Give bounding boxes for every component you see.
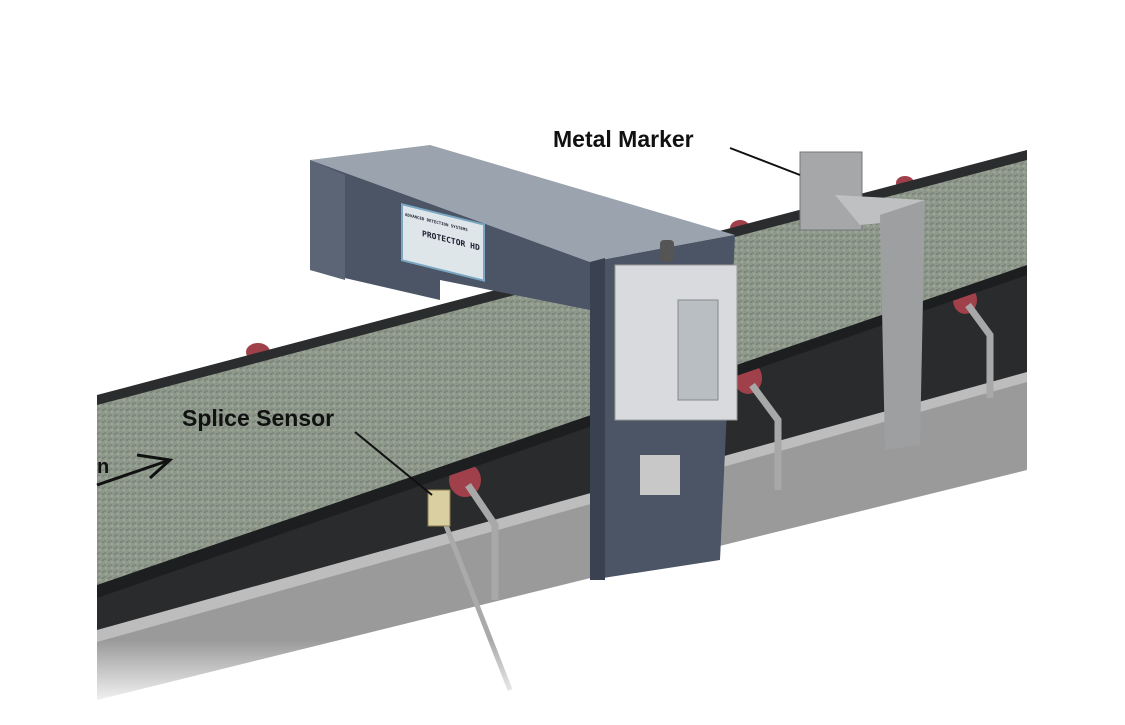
splice-sensor-leader bbox=[354, 431, 433, 496]
metal-marker-leader bbox=[729, 147, 801, 176]
conveyor-belt-material bbox=[97, 155, 1027, 585]
belt-edge bbox=[97, 262, 1027, 598]
metal-detector bbox=[310, 145, 738, 580]
direction-label: n bbox=[97, 456, 110, 478]
direction-arrow-icon bbox=[96, 453, 174, 487]
side-rail bbox=[97, 380, 1027, 700]
splice-sensor-label: Splice Sensor bbox=[182, 405, 335, 431]
idler-stands bbox=[465, 302, 994, 600]
metal-marker-device bbox=[799, 151, 925, 450]
metal-marker-label: Metal Marker bbox=[553, 126, 694, 152]
